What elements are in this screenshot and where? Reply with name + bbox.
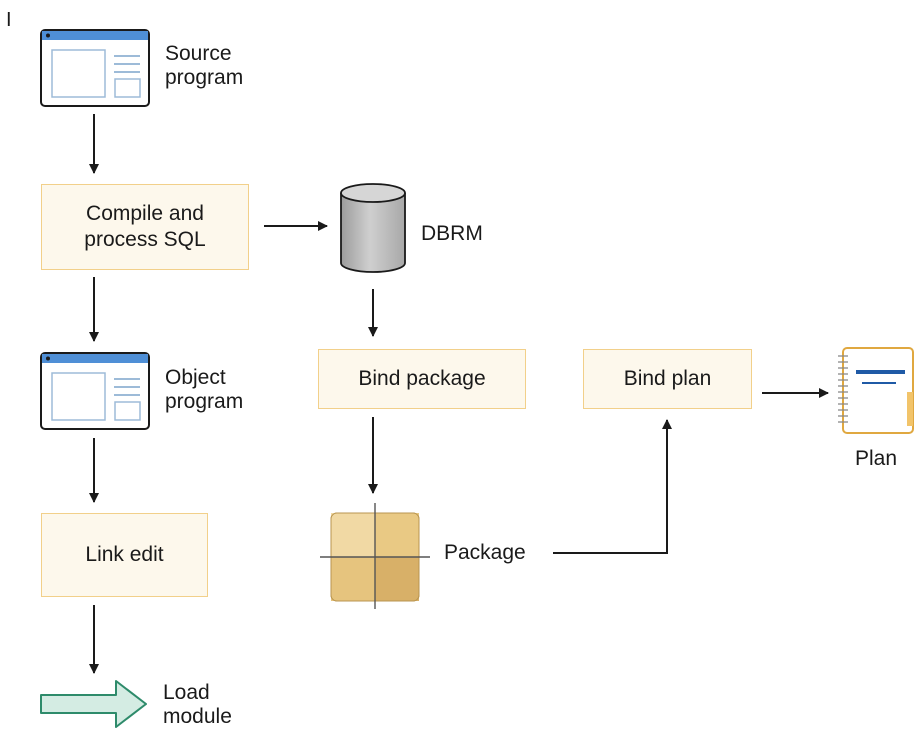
bind-plan-box: Bind plan (583, 349, 752, 409)
load-module-label-line1: Load (163, 681, 210, 704)
compile-box-line1: Compile and (86, 202, 204, 225)
object-program-window-icon (40, 352, 150, 430)
margin-marker: I (6, 9, 12, 31)
package-grid-icon (320, 503, 430, 609)
dbrm-cylinder-icon (340, 183, 406, 273)
source-program-label-line2: program (165, 66, 244, 89)
object-program-label-line1: Object (165, 366, 226, 389)
compile-box-line2: process SQL (84, 228, 206, 251)
source-program-label-line1: Source (165, 42, 232, 65)
load-module-arrow-icon (40, 680, 147, 728)
load-module-label: Load module (163, 681, 232, 729)
bind-package-box: Bind package (318, 349, 526, 409)
source-program-window-icon (40, 29, 150, 107)
load-module-label-line2: module (163, 705, 232, 728)
link-edit-label: Link edit (85, 543, 164, 566)
plan-notebook-icon (838, 347, 914, 434)
connectors (89, 114, 829, 674)
bind-plan-label: Bind plan (623, 367, 712, 390)
object-program-label: Object program (165, 366, 243, 414)
dbrm-label: DBRM (421, 222, 483, 245)
source-program-label: Source program (165, 42, 243, 90)
arrow-package-to-bind-plan (553, 419, 672, 554)
object-program-label-line2: program (165, 390, 244, 413)
link-edit-box: Link edit (41, 513, 208, 597)
plan-label: Plan (855, 447, 898, 470)
compile-process-sql-box: Compile and process SQL (41, 184, 249, 270)
package-label: Package (444, 541, 526, 564)
bind-package-label: Bind package (358, 367, 486, 390)
